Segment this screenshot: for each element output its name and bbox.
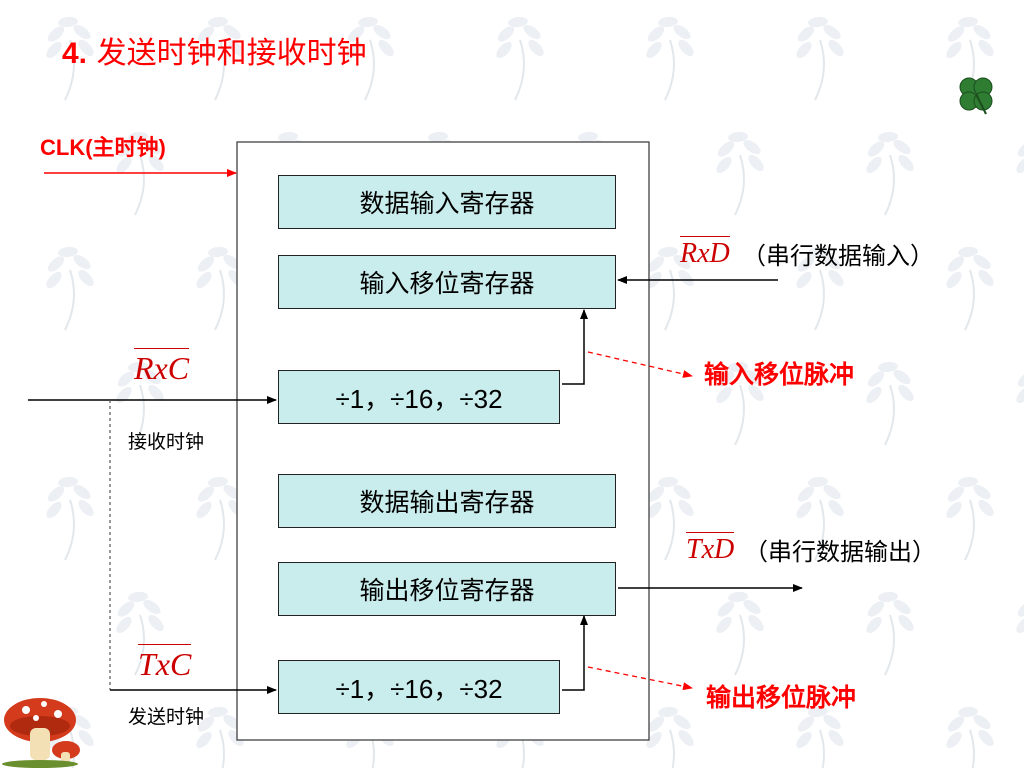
background-flower — [196, 476, 244, 561]
background-flower — [116, 131, 164, 216]
background-flower — [946, 476, 994, 561]
rxc-signal: RxC — [134, 348, 190, 386]
clk-label: CLK(主时钟) — [40, 135, 166, 160]
background-flower — [116, 591, 164, 676]
background-flower — [46, 16, 94, 101]
background-flower — [866, 131, 914, 216]
background-flower — [1016, 601, 1024, 634]
input-shift-register: 输入移位寄存器 — [278, 255, 616, 309]
input-shift-pulse-label: 输入移位脉冲 — [704, 360, 855, 389]
output-shift-register: 输出移位寄存器 — [278, 562, 616, 616]
background-flower — [1016, 371, 1024, 404]
background-flower — [196, 706, 244, 768]
tx-clock-divider: ÷1，÷16，÷32 — [278, 660, 560, 714]
chip-outline — [236, 141, 650, 741]
background-flower — [796, 476, 844, 561]
background-flower — [716, 131, 764, 216]
txc-description: 发送时钟 — [128, 706, 205, 728]
rxc-description: 接收时钟 — [128, 431, 205, 453]
background-flower — [796, 16, 844, 101]
mushroom-icon — [2, 698, 80, 768]
background-flower — [196, 16, 244, 101]
rxd-description: （串行数据输入） — [742, 242, 934, 270]
background-flower — [946, 706, 994, 768]
background-flower — [716, 591, 764, 676]
page-title: 4. 发送时钟和接收时钟 — [62, 28, 367, 72]
background-flower — [116, 361, 164, 446]
background-flower — [866, 591, 914, 676]
rx-clock-divider: ÷1，÷16，÷32 — [278, 370, 560, 424]
background-flower — [796, 246, 844, 331]
rxd-signal: RxD — [680, 236, 730, 269]
title-number: 4. — [62, 37, 88, 70]
clover-icon — [959, 77, 993, 115]
background-flower — [796, 706, 844, 768]
background-flower — [46, 246, 94, 331]
txd-description: （串行数据输出） — [744, 538, 936, 566]
background-flower — [1016, 141, 1024, 174]
background-flower — [866, 361, 914, 446]
background-flower — [46, 476, 94, 561]
background-flower — [646, 706, 694, 768]
background-flower — [716, 361, 764, 446]
background-flower — [196, 246, 244, 331]
background-flower — [646, 16, 694, 101]
background-flower — [646, 476, 694, 561]
data-input-register: 数据输入寄存器 — [278, 175, 616, 229]
background-flower — [496, 16, 544, 101]
background-flower — [346, 16, 394, 101]
tx-divider-to-shift — [562, 615, 588, 691]
txc-signal: TxC — [138, 644, 192, 682]
txd-signal: TxD — [686, 532, 735, 565]
output-shift-pulse-label: 输出移位脉冲 — [706, 683, 857, 712]
data-output-register: 数据输出寄存器 — [278, 474, 616, 528]
background-flower — [946, 246, 994, 331]
rx-divider-to-shift — [562, 309, 588, 385]
title-text: 发送时钟和接收时钟 — [96, 36, 367, 71]
